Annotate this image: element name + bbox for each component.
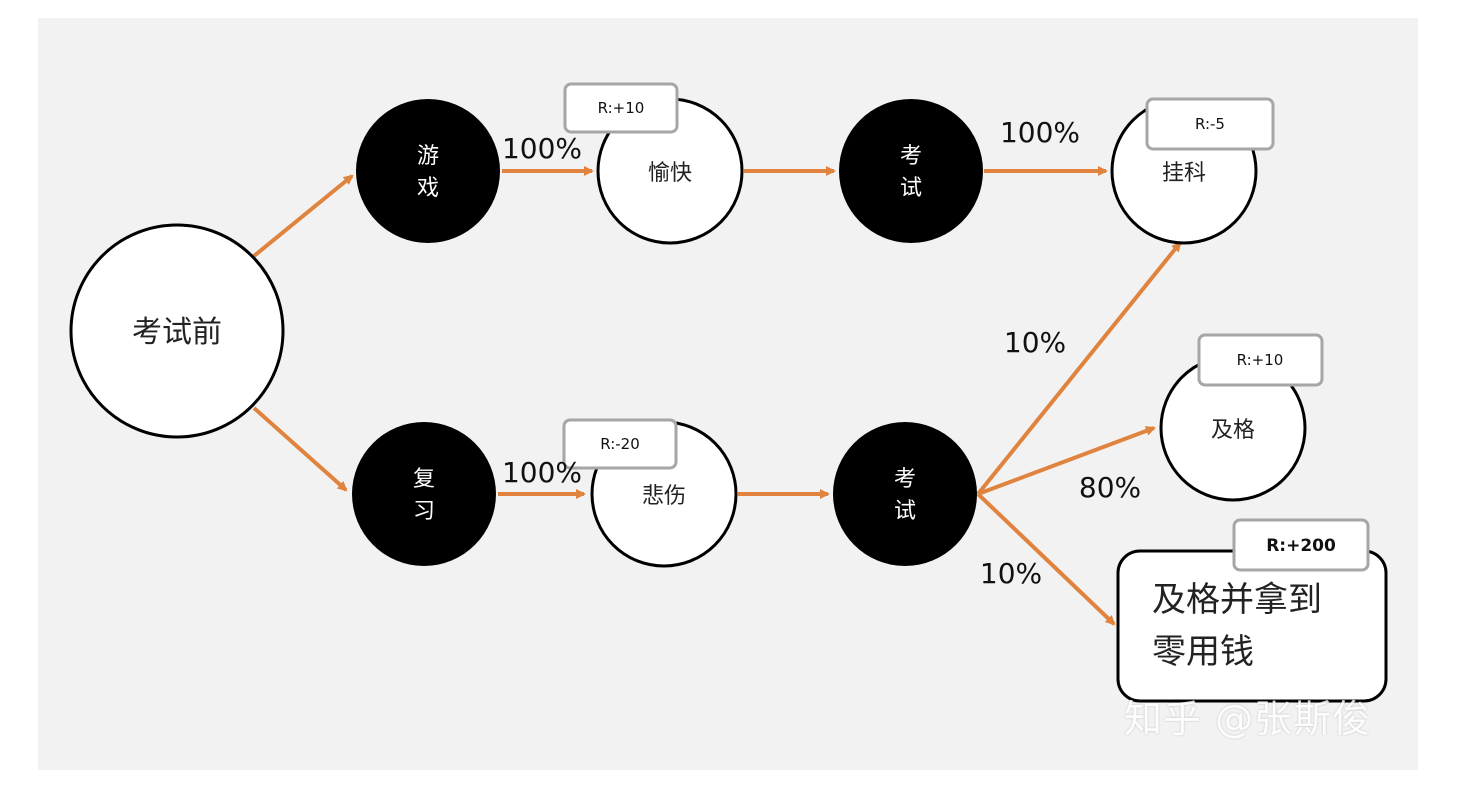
- node-state-fail-label: 挂科: [1162, 161, 1206, 186]
- prob-exam-bot-to-fail: 10%: [1004, 326, 1066, 359]
- node-action-review-label-2: 习: [413, 499, 435, 524]
- node-action-game-label-2: 戏: [417, 176, 439, 201]
- prob-game-to-happy: 100%: [502, 132, 582, 165]
- node-action-review-label-1: 复: [413, 467, 435, 492]
- probability-labels: 100% 100% 100% 10% 80% 10%: [502, 116, 1141, 590]
- reward-fail: R:-5: [1145, 97, 1275, 151]
- prob-exam-top-to-fail: 100%: [1000, 116, 1080, 149]
- node-action-game: 游 戏: [356, 99, 500, 243]
- reward-sad: R:-20: [562, 418, 678, 470]
- reward-happy: R:+10: [563, 82, 679, 134]
- node-state-pass-money-label-1: 及格并拿到: [1152, 580, 1322, 620]
- node-state-sad-label: 悲伤: [642, 484, 686, 509]
- node-action-review: 复 习: [352, 422, 496, 566]
- node-action-exam-bottom-label-1: 考: [894, 467, 916, 492]
- edge-exam-bot-to-pass-money: [976, 492, 1116, 626]
- node-state-pass-label: 及格: [1211, 418, 1255, 443]
- reward-sad-label: R:-20: [600, 435, 640, 453]
- reward-fail-label: R:-5: [1195, 115, 1225, 133]
- edges: [252, 166, 1182, 626]
- node-state-pass-money-label-2: 零用钱: [1152, 632, 1254, 672]
- node-state-pass-money: 及格并拿到 零用钱: [1116, 549, 1388, 703]
- edge-start-to-game: [252, 174, 354, 258]
- reward-pass-money-label: R:+200: [1266, 536, 1336, 556]
- node-start: 考试前: [69, 223, 285, 439]
- node-action-exam-top-label-1: 考: [900, 144, 922, 169]
- edge-exam-bot-to-pass: [977, 426, 1156, 496]
- reward-pass: R:+10: [1197, 333, 1324, 387]
- node-state-happy: 愉快: [596, 97, 744, 245]
- node-action-game-label-1: 游: [417, 144, 439, 169]
- prob-review-to-sad: 100%: [502, 456, 582, 489]
- node-action-exam-bottom-label-2: 试: [894, 499, 916, 524]
- node-start-label: 考试前: [132, 315, 222, 350]
- node-action-exam-top-label-2: 试: [900, 176, 922, 201]
- edge-exam-bot-to-fail: [976, 241, 1182, 496]
- reward-pass-label: R:+10: [1237, 351, 1284, 369]
- edge-start-to-review: [252, 406, 348, 492]
- watermark: 知乎 @张斯俊: [1124, 697, 1372, 741]
- reward-pass-money: R:+200: [1232, 518, 1370, 572]
- prob-exam-bot-to-pass: 80%: [1079, 471, 1141, 504]
- node-state-happy-label: 愉快: [648, 161, 692, 186]
- prob-exam-bot-to-pass-money: 10%: [980, 557, 1042, 590]
- node-action-exam-bottom: 考 试: [833, 422, 977, 566]
- reward-happy-label: R:+10: [598, 99, 645, 117]
- node-action-exam-top: 考 试: [839, 99, 983, 243]
